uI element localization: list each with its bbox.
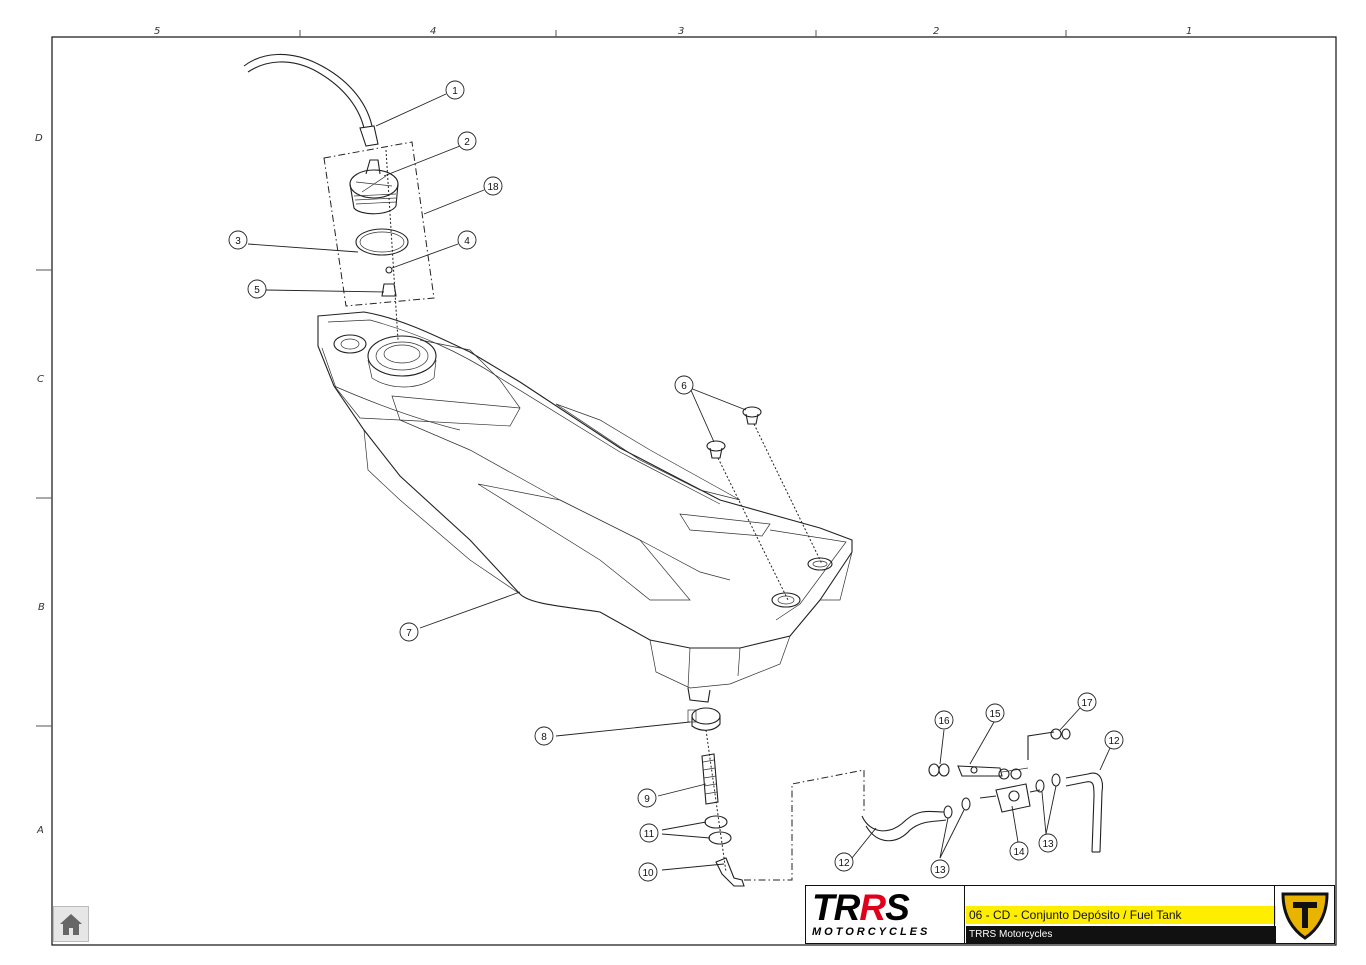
callout-label: 12 xyxy=(1108,736,1120,747)
callout-label: 3 xyxy=(235,236,241,247)
row-label: A xyxy=(36,825,44,836)
assembly-axis xyxy=(753,423,823,565)
callout-label: 16 xyxy=(938,716,950,727)
grommet xyxy=(381,283,397,297)
callout-label: 6 xyxy=(681,381,687,392)
check-valve xyxy=(385,266,393,274)
callout-label: 14 xyxy=(1013,847,1025,858)
hose-routing xyxy=(744,769,865,881)
fuel-filter xyxy=(701,753,719,805)
callout-label: 1 xyxy=(452,86,458,97)
bolt xyxy=(928,728,1071,780)
callout-label: 9 xyxy=(644,794,650,805)
callout-label: 11 xyxy=(644,829,655,840)
callout-label: 12 xyxy=(838,858,850,869)
assembly-axis xyxy=(717,457,789,601)
row-label: C xyxy=(37,374,44,385)
hose-clamp xyxy=(687,707,721,731)
brand-emblem xyxy=(1274,886,1335,943)
callout-label: 13 xyxy=(1042,839,1054,850)
callout-label: 10 xyxy=(642,868,654,879)
logo-part: TR xyxy=(812,887,860,928)
home-button[interactable] xyxy=(53,906,89,942)
fuel-hose xyxy=(1065,781,1095,853)
callout-label: 13 xyxy=(934,865,946,876)
o-ring xyxy=(708,831,732,845)
company-name: TRRS Motorcycles xyxy=(966,926,1276,943)
logo-part: S xyxy=(885,887,910,928)
callout-label: 4 xyxy=(464,236,470,247)
leader-lines xyxy=(247,93,1111,871)
fuel-hose xyxy=(861,810,945,832)
drawing-frame xyxy=(51,36,1337,946)
logo-subtitle: MOTORCYCLES xyxy=(812,926,931,938)
assembly-axis xyxy=(705,729,727,873)
mounting-bracket xyxy=(957,731,1055,777)
o-ring xyxy=(355,228,409,256)
fuel-tank xyxy=(317,311,853,703)
callout-label: 5 xyxy=(254,285,260,296)
column-label: 4 xyxy=(430,26,436,37)
shield-emblem-icon xyxy=(1281,892,1329,940)
column-label: 2 xyxy=(933,26,939,37)
o-ring xyxy=(704,815,728,829)
trrs-logo: TRRS MOTORCYCLES xyxy=(806,886,965,943)
drawing-title: 06 - CD - Conjunto Depósito / Fuel Tank xyxy=(966,906,1276,924)
cap-assembly-outline xyxy=(323,141,435,307)
callout-label: 2 xyxy=(464,137,470,148)
callout-label: 17 xyxy=(1081,698,1093,709)
callout-label: 8 xyxy=(541,732,547,743)
fuel-petcock xyxy=(979,783,1041,813)
logo-wordmark: TRRS xyxy=(812,887,910,928)
fuel-cap xyxy=(349,159,399,215)
home-icon xyxy=(60,914,82,935)
callout-label: 15 xyxy=(989,709,1001,720)
o-ring xyxy=(359,231,405,253)
banjo-fitting xyxy=(715,857,745,887)
breather-hose xyxy=(243,53,379,147)
row-label: B xyxy=(38,602,45,613)
column-label: 1 xyxy=(1186,26,1192,37)
callout-balloons xyxy=(228,80,1124,882)
grid-ticks xyxy=(36,30,1067,727)
title-block: TRRS MOTORCYCLES 06 - CD - Conjunto Depó… xyxy=(805,885,1335,944)
mounting-screw xyxy=(706,406,762,459)
column-label: 5 xyxy=(154,26,160,37)
logo-part-accent: R xyxy=(859,887,886,928)
callout-label: 18 xyxy=(487,182,499,193)
column-label: 3 xyxy=(678,26,684,37)
fuel-hose xyxy=(1065,772,1104,853)
row-label: D xyxy=(35,133,43,144)
fuel-hose xyxy=(865,819,947,842)
callout-label: 7 xyxy=(406,628,412,639)
